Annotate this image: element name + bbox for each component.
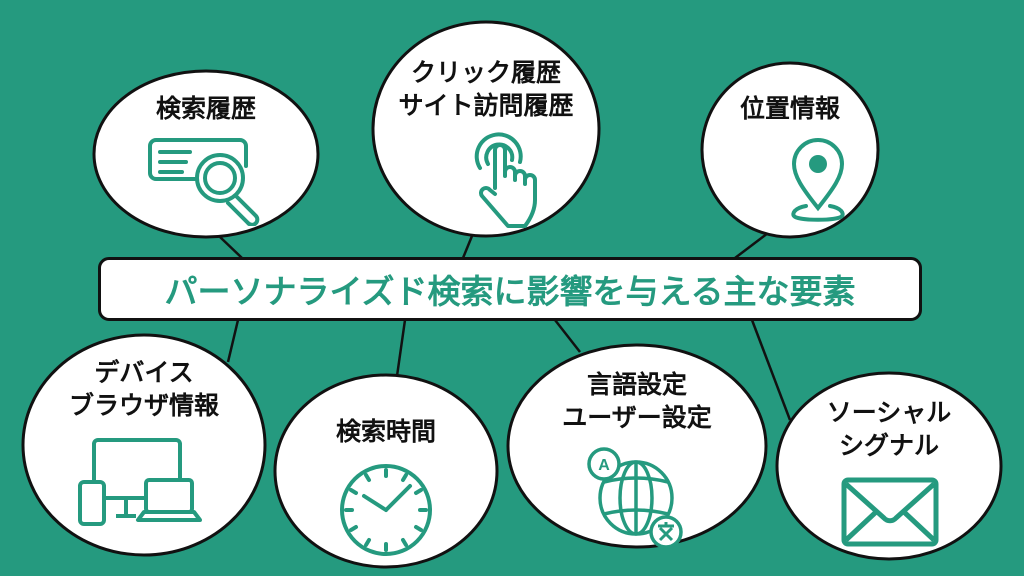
connector [750,319,792,421]
factor-label-search-history: 検索履歴 [156,92,256,125]
factor-label-click-history: クリック履歴サイト訪問履歴 [398,56,573,122]
label-line: シグナル [838,431,940,460]
clock-icon [340,464,432,556]
connector [554,319,581,353]
factor-bubble-social [775,371,1003,561]
envelope-icon [841,477,939,547]
globe-translate-icon: A [587,447,683,549]
label-line: 言語設定 [586,370,688,399]
connector [219,236,243,259]
location-pin-icon [791,138,845,222]
label-line: 検索履歴 [155,94,257,123]
letter-a-glyph: A [598,457,610,474]
label-line: 位置情報 [739,94,841,123]
label-line: デバイス [94,358,194,387]
devices-icon [78,438,202,526]
factor-bubble-language [506,343,768,549]
factor-label-language: 言語設定ユーザー設定 [562,368,712,434]
label-line: ソーシャル [826,398,952,427]
factor-bubble-search-history [92,69,320,239]
connector [461,235,474,259]
factor-label-social: ソーシャルシグナル [827,396,952,462]
label-line: 検索時間 [335,417,437,446]
diagram-title: パーソナライズド検索に影響を与える主な要素 [164,272,856,311]
factor-bubble-location [700,61,880,239]
label-line: サイト訪問履歴 [398,91,574,120]
tap-hand-icon [474,132,537,228]
label-line: クリック履歴 [410,58,562,87]
connector [226,319,240,363]
search-document-icon [148,138,260,226]
factor-bubble-click-history [371,20,601,238]
connector [395,319,407,377]
factor-label-location: 位置情報 [740,92,840,125]
label-line: ブラウザ情報 [68,391,220,420]
title-box: パーソナライズド検索に影響を与える主な要素 [98,257,922,321]
factor-label-device: デバイスブラウザ情報 [69,356,219,422]
factor-label-search-time: 検索時間 [336,415,436,448]
label-line: ユーザー設定 [562,403,712,432]
